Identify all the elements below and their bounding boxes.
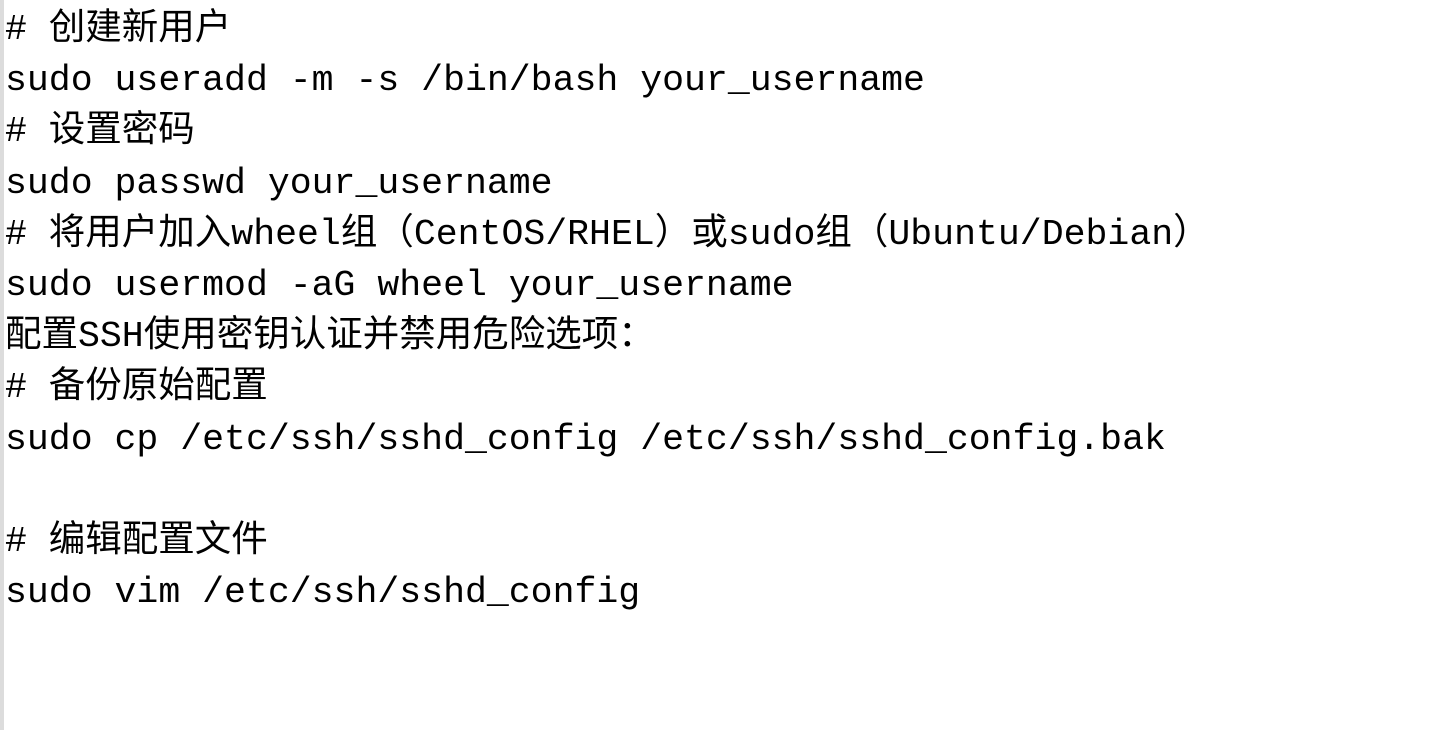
text-ssh-config-intro: 配置SSH使用密钥认证并禁用危险选项：	[5, 316, 655, 358]
comment-set-password: # 设置密码	[5, 111, 195, 153]
blank-line	[5, 465, 1432, 516]
command-usermod: sudo usermod -aG wheel your_username	[5, 264, 794, 306]
comment-backup-config: # 备份原始配置	[5, 367, 268, 409]
comment-create-user: # 创建新用户	[5, 9, 232, 50]
command-passwd: sudo passwd your_username	[5, 162, 553, 204]
comment-edit-config: # 编辑配置文件	[5, 520, 268, 562]
command-useradd: sudo useradd -m -s /bin/bash your_userna…	[5, 60, 925, 102]
left-margin-strip	[0, 0, 4, 730]
comment-add-to-group: # 将用户加入wheel组（CentOS/RHEL）或sudo组（Ubuntu/…	[5, 213, 1210, 255]
document-body[interactable]: # 创建新用户 sudo useradd -m -s /bin/bash you…	[5, 4, 1432, 618]
command-vim-edit: sudo vim /etc/ssh/sshd_config	[5, 572, 641, 614]
command-cp-backup: sudo cp /etc/ssh/sshd_config /etc/ssh/ss…	[5, 418, 1166, 460]
